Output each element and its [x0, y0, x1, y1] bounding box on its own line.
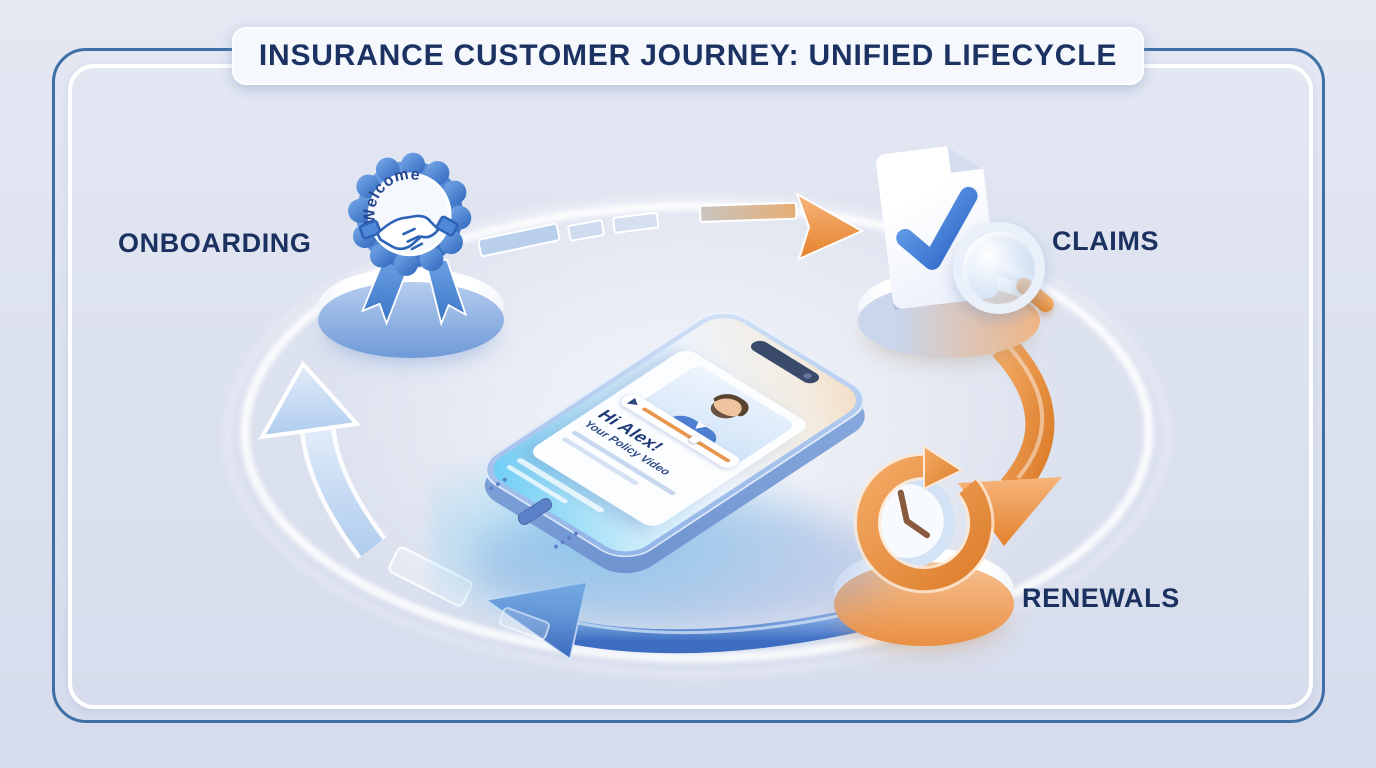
checkmark-icon	[874, 170, 995, 283]
video-play-button-icon[interactable]	[626, 397, 642, 408]
page-title: INSURANCE CUSTOMER JOURNEY: UNIFIED LIFE…	[258, 39, 1118, 72]
stage-label-claims: CLAIMS	[1052, 226, 1160, 256]
stage-label-renewals: RENEWALS	[1022, 583, 1180, 613]
arrow-onboarding-to-claims	[477, 191, 865, 261]
magnifier-glass-icon	[953, 222, 1045, 314]
clock-renew-cycle-icon	[853, 444, 995, 594]
renewal-cycle-arrow	[853, 444, 995, 594]
stage-label-onboarding: ONBOARDING	[118, 228, 312, 258]
onboarding-platform	[318, 268, 504, 358]
phone-camera-icon	[801, 372, 814, 380]
handshake-welcome-badge-icon: Welcome	[348, 152, 472, 327]
video-progress-knob[interactable]	[687, 434, 703, 445]
title-banner: INSURANCE CUSTOMER JOURNEY: UNIFIED LIFE…	[232, 27, 1144, 85]
handshake-icon	[358, 214, 459, 251]
document-check-magnifier-icon	[875, 142, 999, 310]
